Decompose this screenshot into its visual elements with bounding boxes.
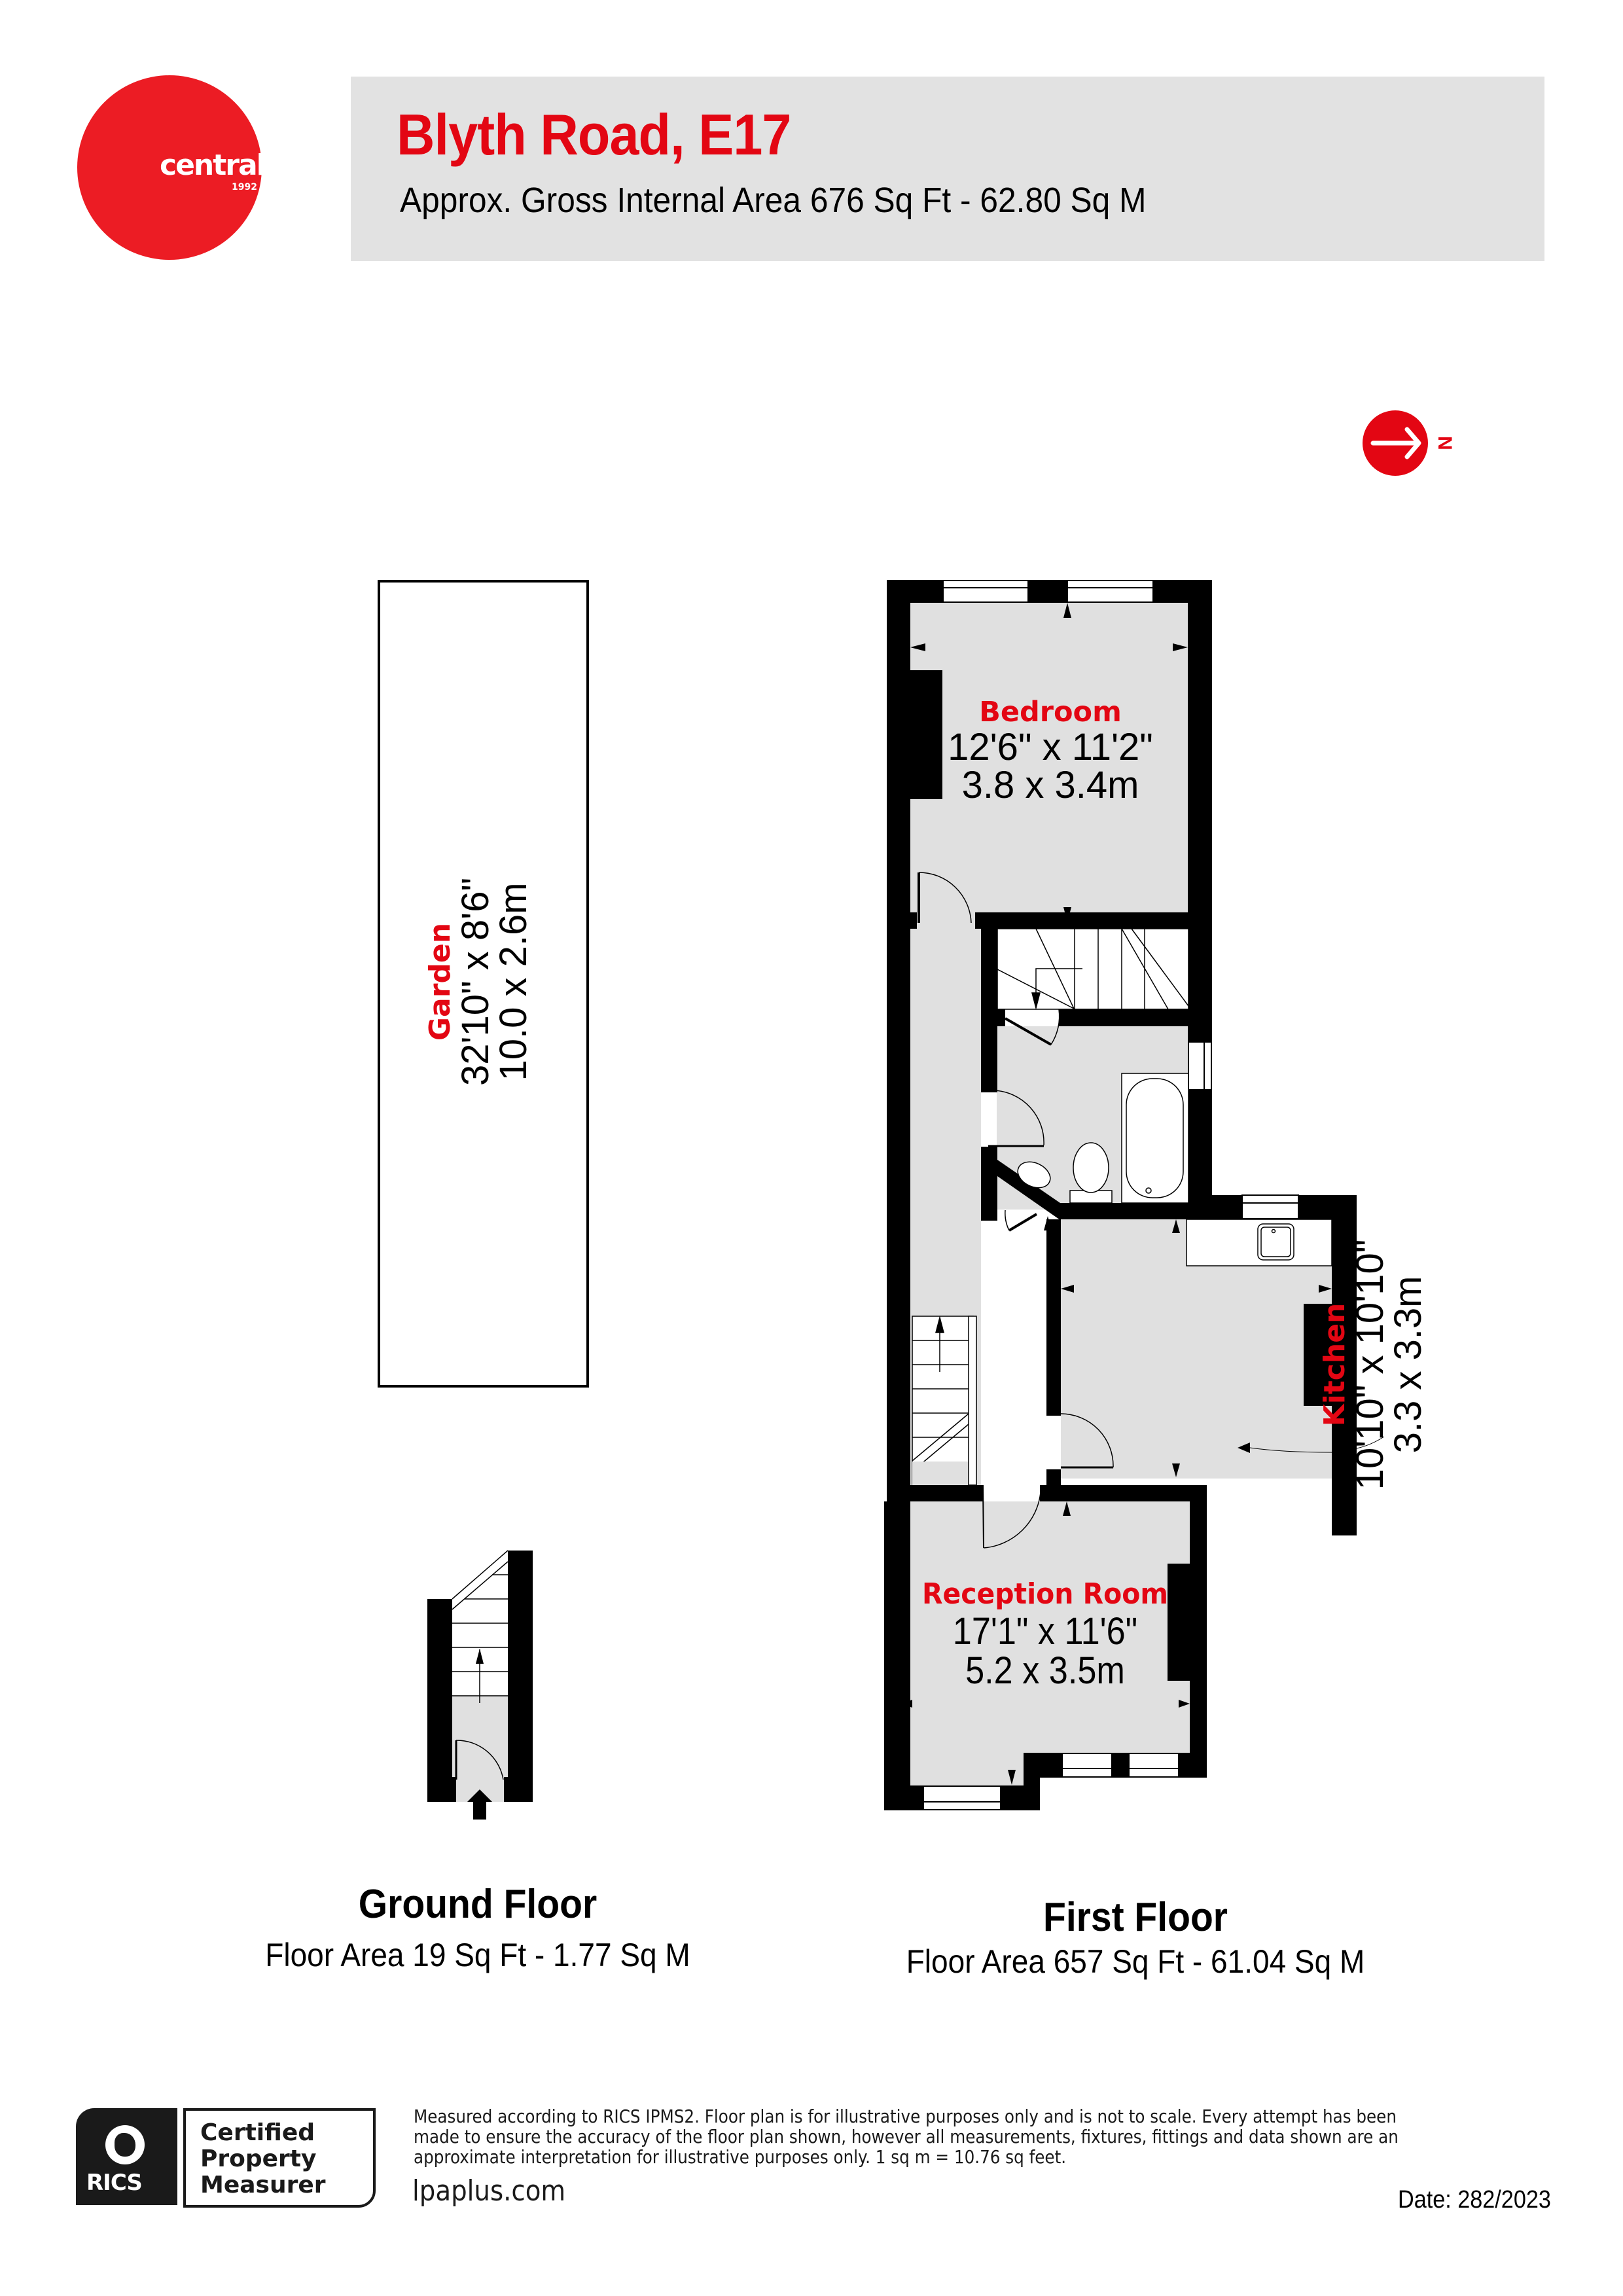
dimension-markers [901, 603, 1332, 1785]
entrance-arrow-icon [467, 1789, 492, 1820]
room-dims-metric: 3.8 x 3.4m [961, 764, 1139, 806]
certified-property-measurer: Certified Property Measurer [183, 2108, 376, 2208]
garden-outline [378, 580, 589, 1388]
staircase-lower [912, 1316, 977, 1486]
floor-area: Floor Area 657 Sq Ft - 61.04 Sq M [906, 1943, 1365, 1980]
central-logo: central 1992 [77, 75, 266, 260]
room-dims-imperial: 12'6" x 11'2" [948, 726, 1153, 768]
logo-year: 1992 [232, 182, 257, 192]
room-dims-metric: 10.0 x 2.6m [492, 882, 535, 1081]
ground-floor-plan [427, 1550, 533, 1820]
room-label-reception: Reception Room 17'1" x 11'6" 5.2 x 3.5m [901, 1577, 1189, 1690]
room-label-kitchen: Kitchen 10'10" x 10'10" 3.3 x 3.3m [1318, 1227, 1436, 1502]
room-dims-metric: 5.2 x 3.5m [965, 1649, 1125, 1692]
badge-line: Certified [200, 2119, 315, 2146]
disclaimer-text: Measured according to RICS IPMS2. Floor … [414, 2106, 1399, 2168]
door-swings [918, 872, 1114, 1549]
room-dims-imperial: 32'10" x 8'6" [454, 877, 497, 1086]
room-name: Reception Room [921, 1577, 1169, 1611]
room-dims-metric: 3.3 x 3.3m [1387, 1276, 1429, 1454]
plan-date: Date: 282/2023 [1398, 2186, 1551, 2214]
bedroom-floor [910, 603, 1188, 923]
north-arrow-icon: N [1363, 410, 1455, 476]
reception-floor [901, 1501, 1190, 1753]
room-dims-imperial: 10'10" x 10'10" [1349, 1239, 1391, 1490]
floor-area: Floor Area 19 Sq Ft - 1.77 Sq M [265, 1937, 690, 1973]
first-floor-caption: First Floor Floor Area 657 Sq Ft - 61.04… [841, 1892, 1430, 1979]
kitchen-worktop [1186, 1219, 1332, 1266]
header-banner: Blyth Road, E17 Approx. Gross Internal A… [351, 77, 1544, 261]
rics-lion-icon [105, 2125, 145, 2164]
rics-certified-badge: RICS Certified Property Measurer [76, 2108, 377, 2208]
room-name: Kitchen [1318, 1302, 1351, 1427]
room-label-garden: Garden 32'10" x 8'6" 10.0 x 2.6m [423, 838, 542, 1126]
staircase-upper [997, 928, 1189, 1010]
room-dims-imperial: 17'1" x 11'6" [952, 1610, 1138, 1653]
rics-mark: RICS [76, 2108, 177, 2205]
badge-line: Property [200, 2145, 317, 2172]
room-label-bedroom: Bedroom 12'6" x 11'2" 3.8 x 3.4m [913, 696, 1188, 804]
bathroom-fixtures [1017, 1073, 1189, 1204]
ground-floor-caption: Ground Floor Floor Area 19 Sq Ft - 1.77 … [183, 1878, 772, 1979]
first-floor-plan [884, 580, 1385, 1810]
compass-label: N [1434, 436, 1455, 450]
rics-wordmark: RICS [86, 2170, 143, 2196]
badge-line: Measurer [200, 2172, 326, 2198]
room-name: Bedroom [979, 696, 1122, 728]
room-name: Garden [423, 922, 457, 1041]
property-title: Blyth Road, E17 [397, 102, 791, 167]
website-link[interactable]: lpaplus.com [412, 2174, 566, 2208]
gross-internal-area: Approx. Gross Internal Area 676 Sq Ft - … [400, 181, 1147, 220]
floor-title: First Floor [1043, 1895, 1228, 1940]
floor-title: Ground Floor [358, 1882, 597, 1927]
logo-wordmark: central [160, 149, 266, 182]
